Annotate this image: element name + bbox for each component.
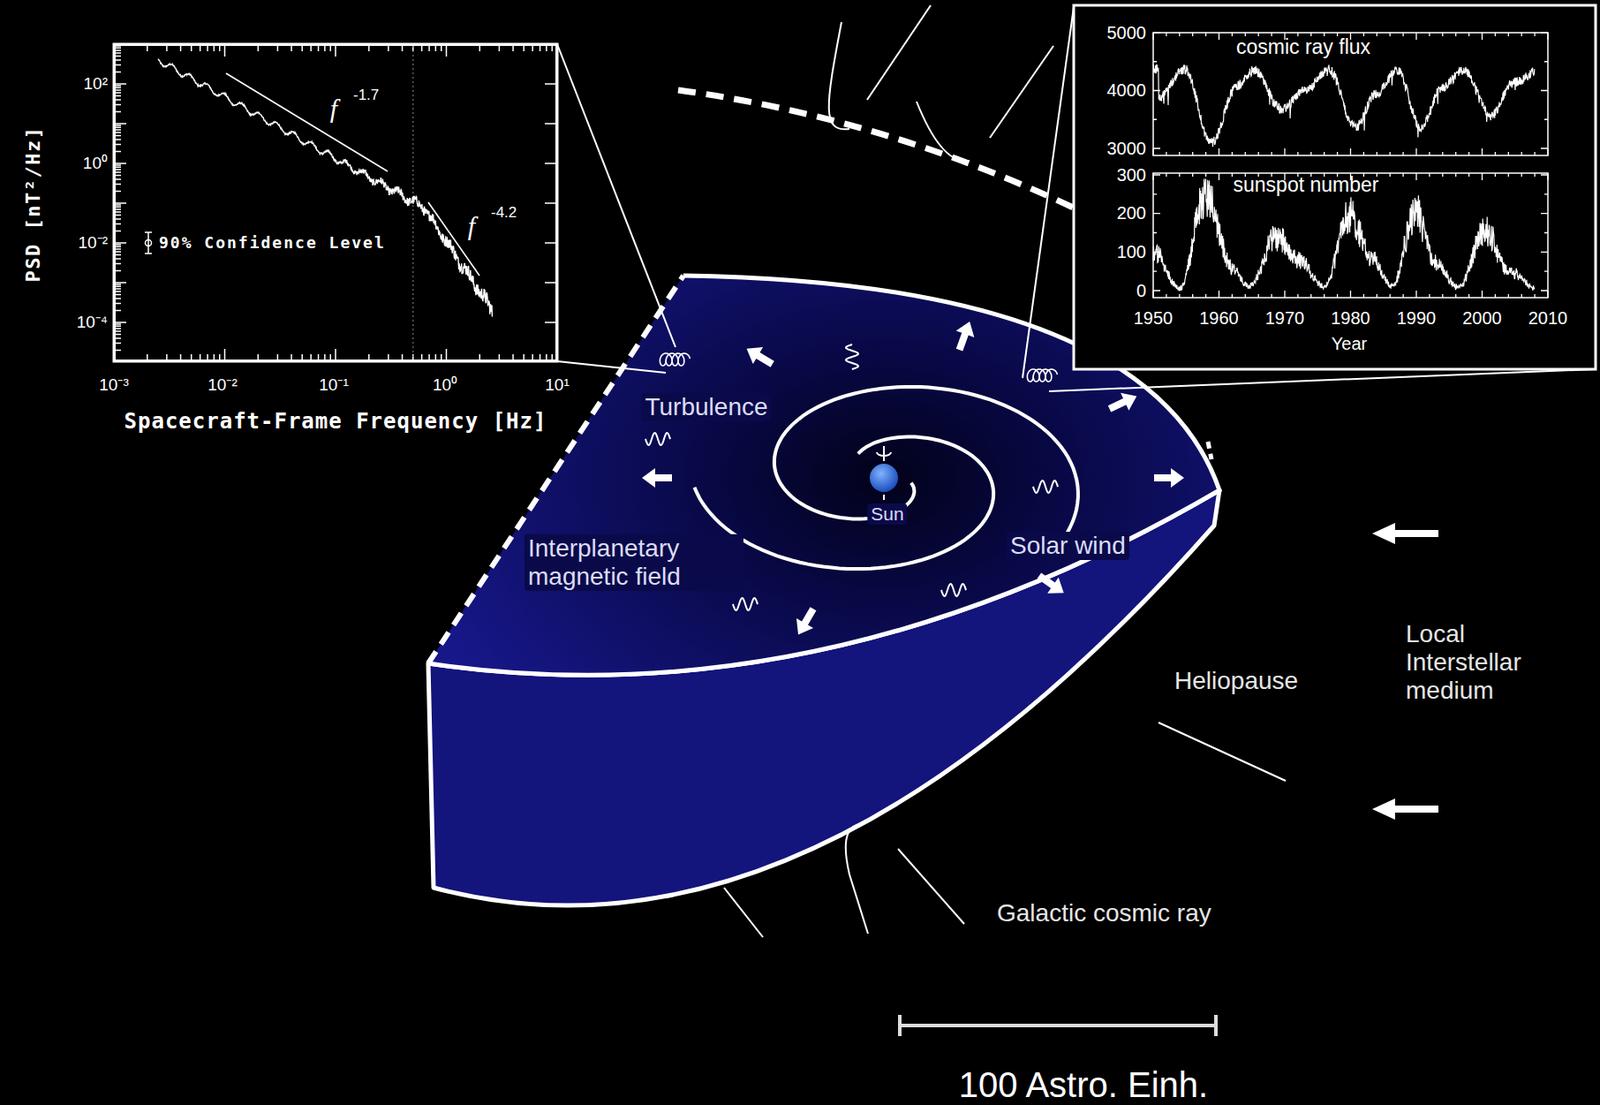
label: 3000	[1107, 138, 1148, 159]
label: 2010	[1528, 308, 1569, 329]
label: 10⁻⁴	[76, 312, 108, 333]
label: -4.2	[490, 203, 517, 222]
psd-curve	[158, 59, 493, 317]
label: Local Interstellar medium	[1405, 619, 1548, 706]
wind-arrow	[741, 339, 778, 372]
label: 1960	[1199, 308, 1239, 329]
label: Spacecraft-Frame Frequency [Hz]	[124, 409, 548, 435]
far-heliopause	[678, 90, 1088, 215]
cosmic-ray-curve	[1153, 64, 1535, 147]
plot-data	[113, 32, 1548, 360]
psd-plot-bg	[115, 45, 556, 360]
sun	[869, 463, 899, 492]
label: 1990	[1396, 308, 1437, 329]
label: 90% Confidence Level	[158, 233, 386, 253]
wave-symbol	[1033, 480, 1058, 493]
label: Year	[1331, 333, 1367, 355]
label: Galactic cosmic ray	[996, 898, 1212, 928]
solar-wind-label: Solar wind	[1006, 531, 1130, 560]
label: f	[467, 211, 476, 242]
gyration-symbol	[659, 353, 690, 366]
label: 10⁻³	[98, 375, 129, 395]
label: 4000	[1107, 80, 1148, 101]
label: 0	[1136, 280, 1147, 302]
wind-arrow	[789, 603, 822, 640]
spiral-arm	[774, 386, 1079, 551]
label: 10²	[83, 74, 108, 94]
turbulence-label: Turbulence	[641, 392, 771, 422]
wind-arrow	[641, 467, 672, 488]
label: sunspot number	[1233, 173, 1380, 197]
label: Heliopause	[1174, 666, 1299, 695]
error-bar-dot	[145, 240, 152, 247]
timeseries-frame	[1073, 5, 1596, 370]
timeseries-ticks	[1153, 32, 1548, 298]
label: 10⁰	[432, 375, 458, 395]
sunspot-axes	[1153, 173, 1548, 298]
psd-plot-frame	[113, 44, 558, 362]
label: 1950	[1133, 308, 1174, 329]
label: 10⁰	[83, 153, 108, 174]
wind-arrow	[1033, 567, 1070, 602]
label: 10⁻¹	[318, 375, 348, 395]
label: 5000	[1107, 22, 1148, 44]
gyration-symbol	[1026, 369, 1057, 382]
heliosphere: Sun TurbulenceInterplanetary magnetic fie…	[428, 275, 1223, 894]
wave-symbol	[732, 597, 758, 611]
wave-symbol	[645, 432, 671, 446]
slab-dash	[1207, 441, 1212, 460]
label: 100	[1116, 241, 1147, 263]
label: 100 Astro. Einh.	[958, 1064, 1208, 1105]
label: 1980	[1330, 308, 1371, 329]
sun-axis	[883, 445, 885, 500]
label: 1970	[1265, 308, 1306, 329]
label: PSD [nT²/Hz]	[22, 126, 45, 283]
sun-label: Sun	[867, 503, 907, 525]
wind-arrow	[1105, 386, 1141, 417]
error-bar	[144, 232, 152, 254]
label: cosmic ray flux	[1236, 35, 1371, 59]
imf-label: Interplanetary magnetic field	[524, 534, 744, 591]
cosmic-ray-axes	[1153, 32, 1548, 156]
label: 10¹	[544, 375, 569, 395]
label: -1.7	[353, 86, 379, 105]
psd-ticks	[113, 45, 558, 360]
label: 300	[1116, 165, 1147, 186]
label: 10⁻²	[78, 233, 108, 253]
label: 2000	[1462, 308, 1502, 329]
scale-bar	[899, 1014, 1216, 1036]
label: 10⁻²	[207, 375, 237, 395]
wind-arrow	[950, 317, 979, 353]
wave-symbol	[845, 344, 859, 370]
sun-rotation	[876, 452, 891, 456]
label: 200	[1116, 203, 1147, 224]
wind-arrow	[1154, 467, 1185, 488]
wave-symbol	[941, 583, 967, 597]
label: f	[330, 93, 338, 125]
